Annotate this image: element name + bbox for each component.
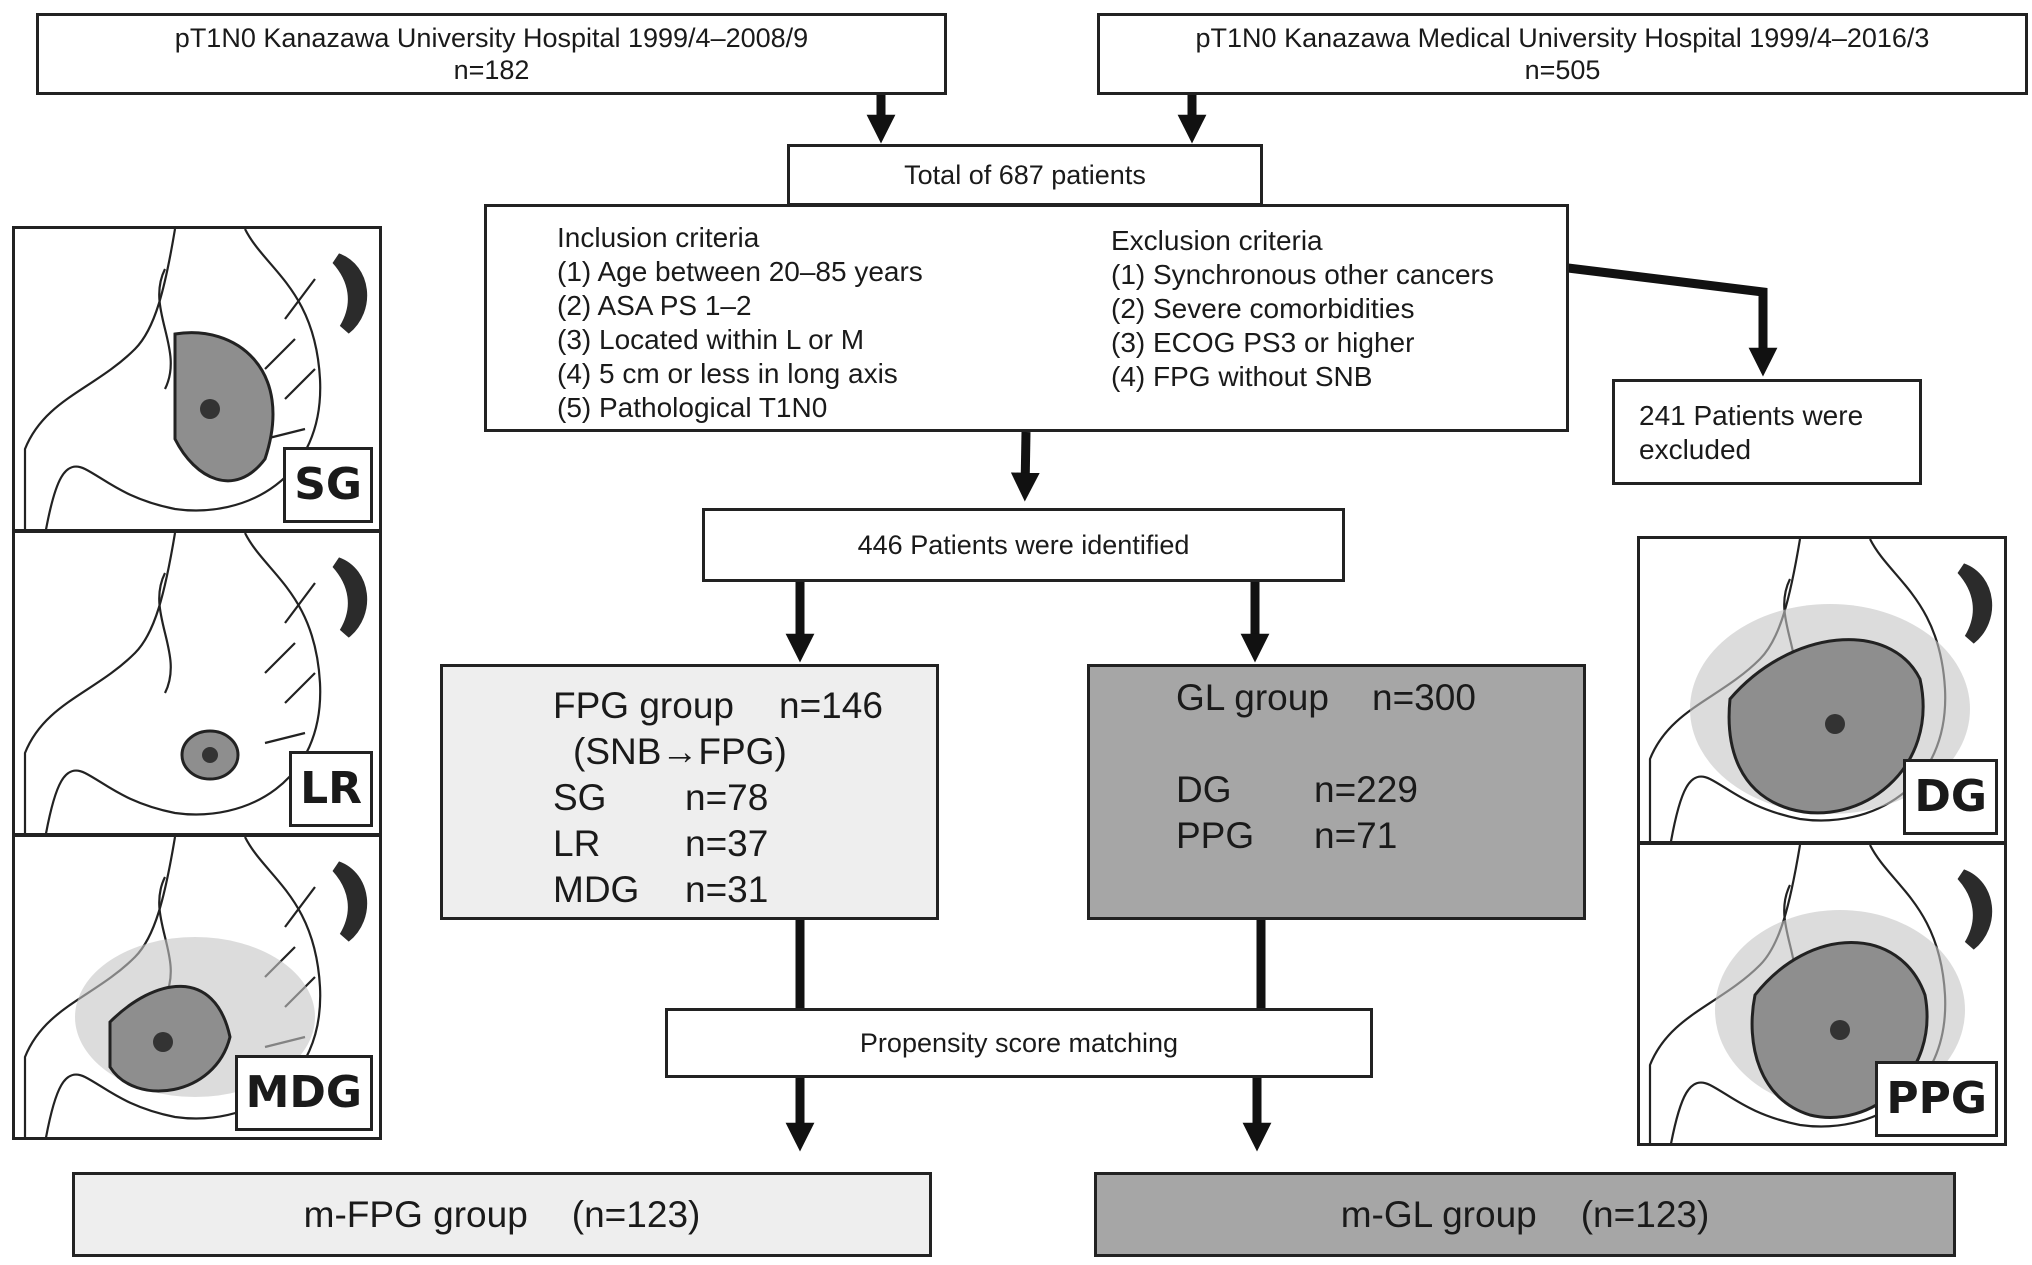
fpg-row-sg: SG n=78	[553, 775, 883, 821]
exclusion-item: (3) ECOG PS3 or higher	[1111, 327, 1415, 358]
gl-row-dg: DG n=229	[1176, 767, 1476, 813]
mfpg-box: m-FPG group (n=123)	[72, 1172, 932, 1257]
excluded-line2: excluded	[1639, 434, 1752, 465]
fpg-subtitle: (SNB→FPG)	[573, 731, 787, 772]
fpg-row-name: LR	[553, 823, 601, 864]
fpg-row-n: n=37	[685, 823, 769, 864]
inclusion-item: (2) ASA PS 1–2	[557, 290, 752, 321]
inclusion-item: (3) Located within L or M	[557, 324, 865, 355]
mfpg-n: (n=123)	[571, 1193, 701, 1235]
gl-row-ppg: PPG n=71	[1176, 813, 1476, 859]
panel-dg-label: DG	[1903, 759, 1998, 835]
fpg-group-box: FPG group n=146 (SNB→FPG) SG n=78 LR n=3…	[440, 664, 939, 920]
source-kuh-title: pT1N0 Kanazawa University Hospital 1999/…	[174, 23, 809, 53]
gl-title: GL group	[1176, 677, 1329, 718]
inclusion-criteria: Inclusion criteria (1) Age between 20–85…	[557, 221, 923, 425]
identified-box: 446 Patients were identified	[702, 508, 1345, 582]
fpg-row-n: n=78	[685, 777, 769, 818]
inclusion-item: (4) 5 cm or less in long axis	[557, 358, 898, 389]
source-kmuh-title: pT1N0 Kanazawa Medical University Hospit…	[1195, 23, 1930, 53]
gl-n: n=300	[1372, 677, 1476, 718]
source-kuh-n: n=182	[453, 55, 530, 85]
panel-ppg-label: PPG	[1875, 1061, 1998, 1137]
excluded-box: 241 Patients were excluded	[1612, 379, 1922, 485]
panel-dg: DG	[1637, 536, 2007, 844]
stomach-dg-illustration	[1648, 539, 1993, 841]
identified-text: 446 Patients were identified	[857, 530, 1190, 560]
mgl-label: m-GL group	[1340, 1193, 1537, 1235]
psm-box: Propensity score matching	[665, 1008, 1373, 1078]
fpg-title-row: FPG group n=146	[553, 683, 883, 729]
gl-row-name: DG	[1176, 769, 1232, 810]
gl-group-box: GL group n=300 DG n=229 PPG n=71	[1087, 664, 1586, 920]
inclusion-title: Inclusion criteria	[557, 222, 760, 253]
fpg-row-mdg: MDG n=31	[553, 867, 883, 913]
gl-title-row: GL group n=300	[1176, 675, 1476, 721]
excluded-line1: 241 Patients were	[1639, 400, 1864, 431]
total-box: Total of 687 patients	[787, 144, 1263, 206]
panel-mdg-label: MDG	[234, 1055, 373, 1131]
inclusion-item: (1) Age between 20–85 years	[557, 256, 923, 287]
source-kuh-box: pT1N0 Kanazawa University Hospital 1999/…	[36, 13, 947, 95]
exclusion-title: Exclusion criteria	[1111, 225, 1323, 256]
panel-sg: SG	[12, 226, 382, 532]
exclusion-item: (2) Severe comorbidities	[1111, 293, 1415, 324]
exclusion-criteria: Exclusion criteria (1) Synchronous other…	[1111, 224, 1494, 394]
gl-row-n: n=229	[1314, 769, 1418, 810]
fpg-row-lr: LR n=37	[553, 821, 883, 867]
source-kmuh-n: n=505	[1524, 55, 1601, 85]
panel-lr: LR	[12, 530, 382, 836]
panel-lr-label: LR	[289, 751, 373, 827]
fpg-row-name: SG	[553, 777, 607, 818]
gl-row-n: n=71	[1314, 815, 1398, 856]
stomach-sg-illustration	[23, 229, 368, 529]
panel-mdg: MDG	[12, 834, 382, 1140]
mgl-box: m-GL group (n=123)	[1094, 1172, 1956, 1257]
stomach-lr-illustration	[23, 533, 368, 833]
panel-ppg: PPG	[1637, 842, 2007, 1146]
mgl-n: (n=123)	[1580, 1193, 1710, 1235]
total-text: Total of 687 patients	[904, 160, 1146, 190]
psm-text: Propensity score matching	[859, 1028, 1179, 1058]
fpg-row-n: n=31	[685, 869, 769, 910]
fpg-row-name: MDG	[553, 869, 640, 910]
fpg-title: FPG group	[553, 685, 734, 726]
arrow-criteria-to-identified	[1010, 431, 1040, 502]
criteria-box: Inclusion criteria (1) Age between 20–85…	[484, 204, 1569, 432]
mfpg-label: m-FPG group	[303, 1193, 528, 1235]
panel-sg-label: SG	[283, 447, 373, 523]
fpg-n: n=146	[779, 685, 883, 726]
gl-row-name: PPG	[1176, 815, 1255, 856]
arrow-to-excluded	[1567, 263, 1778, 377]
inclusion-item: (5) Pathological T1N0	[557, 392, 828, 423]
source-kmuh-box: pT1N0 Kanazawa Medical University Hospit…	[1097, 13, 2028, 95]
exclusion-item: (4) FPG without SNB	[1111, 361, 1373, 392]
exclusion-item: (1) Synchronous other cancers	[1111, 259, 1494, 290]
